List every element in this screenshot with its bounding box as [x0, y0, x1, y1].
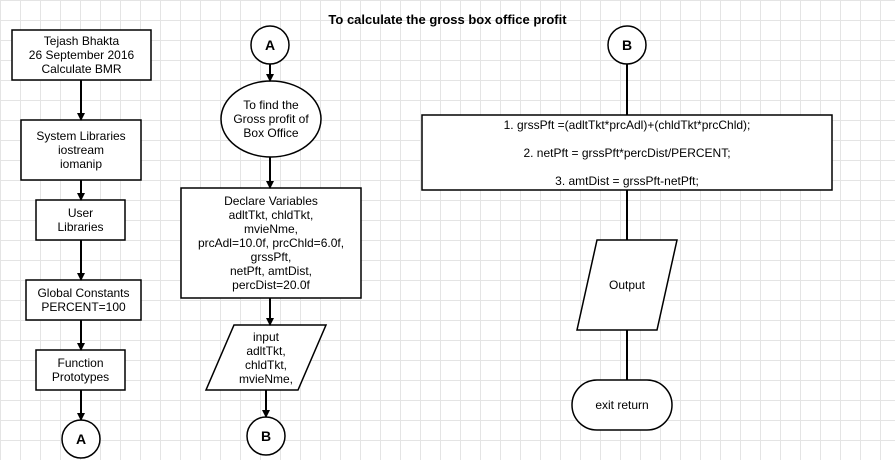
header-box [11, 29, 152, 81]
global-constants-box [25, 279, 142, 321]
diagram-title: To calculate the gross box office profit [328, 12, 567, 27]
purpose-terminal-shape [220, 80, 322, 158]
exit-terminal-shape [571, 379, 673, 431]
function-prototypes-box [35, 349, 126, 391]
user-libraries-box [35, 199, 126, 241]
process-box [421, 114, 833, 191]
output-parallelogram [576, 239, 678, 331]
connector-a-start-shape [250, 25, 290, 65]
declare-variables-box [180, 187, 362, 299]
connector-b-start-shape [607, 25, 647, 65]
connector-a-end-shape [61, 419, 101, 459]
input-parallelogram [204, 324, 328, 391]
system-libraries-box [20, 119, 142, 181]
connector-b-end-shape [246, 416, 286, 456]
